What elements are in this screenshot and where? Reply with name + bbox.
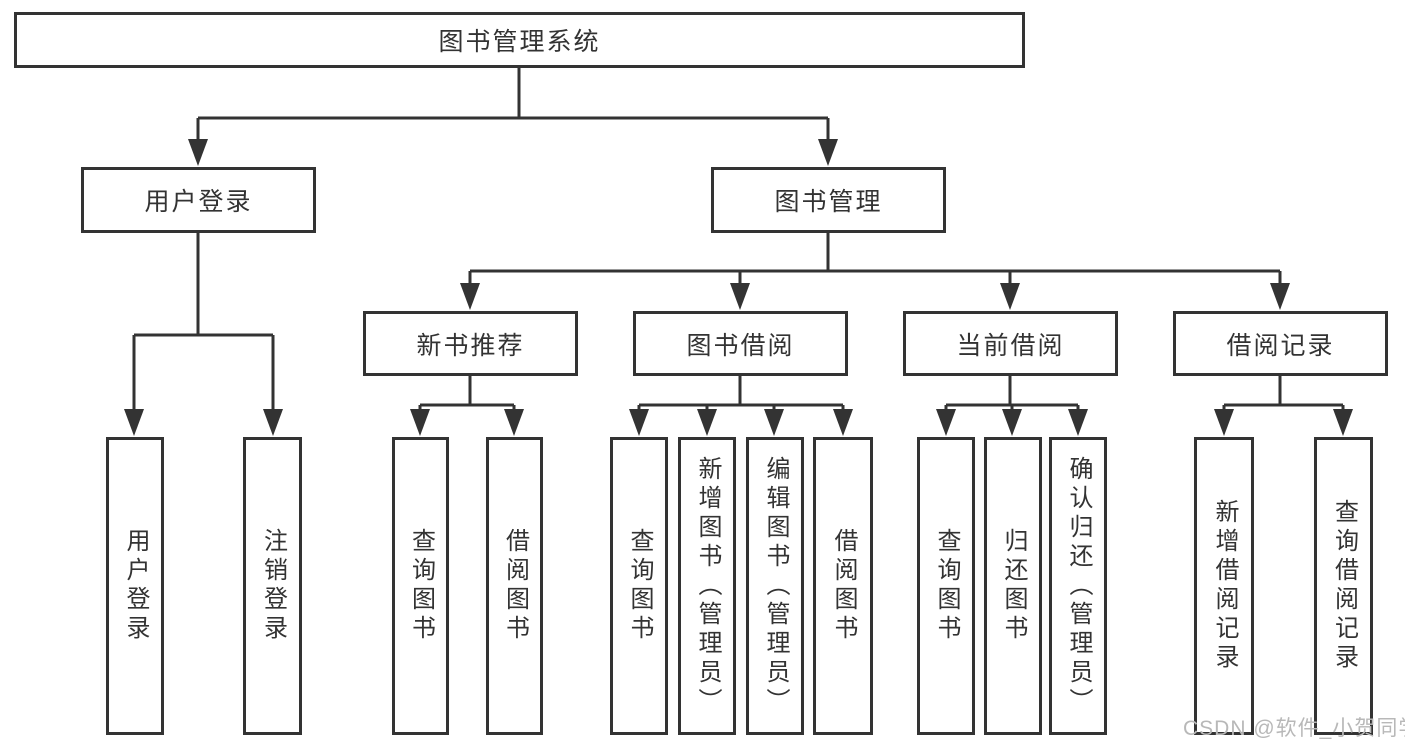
arrowheads [124,139,1353,436]
arrowhead-icon [764,409,784,436]
node-library-system: 图书管理系统 [14,12,1025,68]
arrowhead-icon [460,283,480,310]
arrowhead-icon [504,409,524,436]
connector-borrowrecord-to-leaves [1222,376,1345,428]
leaf-query-books-borrowing: 查询图书 [610,437,668,735]
connector-bookmgmt-to-level3 [468,233,1282,302]
leaf-borrow-books-recommend: 借阅图书 [486,437,543,735]
leaf-query-books-recommend: 查询图书 [392,437,449,735]
leaf-user-login: 用户登录 [106,437,164,735]
arrowhead-icon [1214,409,1234,436]
leaf-confirm-return-admin: 确认归还（管理员） [1049,437,1107,735]
node-borrow-records: 借阅记录 [1173,311,1388,376]
leaf-logout: 注销登录 [243,437,302,735]
connector-root-to-level2 [196,68,830,158]
leaf-edit-books-admin: 编辑图书（管理员） [746,437,804,735]
arrowhead-icon [1000,283,1020,310]
arrowhead-icon [1068,409,1088,436]
leaf-return-books: 归还图书 [984,437,1042,735]
watermark: CSDN @软件_小贺同学 [1183,717,1405,740]
arrowhead-icon [1002,409,1022,436]
arrowhead-icon [818,139,838,166]
leaf-query-borrow-record: 查询借阅记录 [1314,437,1373,735]
arrowhead-icon [730,283,750,310]
connector-newbook-to-leaves [418,376,516,428]
connector-userlogin-to-leaves [132,233,275,428]
node-book-management: 图书管理 [711,167,946,233]
node-book-borrowing: 图书借阅 [633,311,848,376]
connector-bookborrow-to-leaves [637,376,845,428]
leaf-query-books-current: 查询图书 [917,437,975,735]
node-user-login: 用户登录 [81,167,316,233]
leaf-add-books-admin: 新增图书（管理员） [678,437,736,735]
arrowhead-icon [124,409,144,436]
leaf-add-borrow-record: 新增借阅记录 [1194,437,1254,735]
arrowhead-icon [629,409,649,436]
node-new-book-recommend: 新书推荐 [363,311,578,376]
leaf-borrow-books: 借阅图书 [813,437,873,735]
arrowhead-icon [410,409,430,436]
arrowhead-icon [1270,283,1290,310]
arrowhead-icon [263,409,283,436]
node-current-borrowing: 当前借阅 [903,311,1118,376]
arrowhead-icon [697,409,717,436]
arrowhead-icon [833,409,853,436]
arrowhead-icon [936,409,956,436]
arrowhead-icon [188,139,208,166]
arrowhead-icon [1333,409,1353,436]
